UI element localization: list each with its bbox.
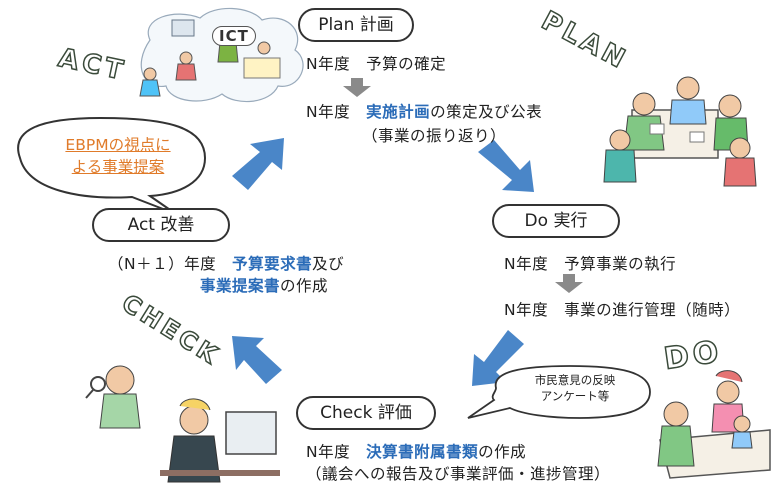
citizen-bubble-line-1: 市民意見の反映	[534, 373, 616, 387]
ebpm-speech-bubble	[17, 116, 207, 215]
ebpm-bubble-line-2: よる事業提案	[71, 158, 165, 176]
citizen-speech-bubble	[467, 365, 651, 419]
plan-line-2: N年度 実施計画の策定及び公表	[306, 100, 542, 122]
plan-line-3: （事業の振り返り）	[362, 127, 507, 145]
plan-line-1: N年度 予算の確定	[306, 55, 447, 73]
plan-down-arrow	[343, 78, 371, 97]
do-line-2: N年度 事業の進行管理（随時）	[504, 301, 741, 319]
ebpm-bubble-text: EBPMの視点に よる事業提案	[38, 134, 198, 178]
arrow-plan-to-do	[478, 140, 534, 192]
plan-line-2-prefix: N年度	[306, 103, 367, 121]
act-line-2: 事業提案書の作成	[200, 274, 328, 296]
arrow-act-to-plan	[232, 138, 284, 190]
check-title: Check 評価	[296, 396, 436, 430]
act-title: Act 改善	[92, 208, 230, 242]
act-line-2-suffix: の作成	[280, 277, 329, 295]
ict-hand-label: ICT	[212, 26, 256, 46]
check-desk-illustration	[160, 398, 280, 483]
act-people-illustration	[139, 7, 304, 103]
act-line-1-prefix: （N＋１）年度	[108, 255, 233, 273]
check-person-illustration	[85, 365, 141, 429]
check-line-1: N年度 決算書附属書類の作成	[306, 440, 526, 462]
check-line-1-prefix: N年度	[306, 443, 367, 461]
act-line-1: （N＋１）年度 予算要求書及び	[108, 252, 344, 274]
plan-highlight-implementation-plan: 実施計画	[366, 103, 431, 121]
citizen-bubble-text: 市民意見の反映 アンケート等	[510, 372, 640, 404]
check-line-2: （議会への報告及び事業評価・進捗管理）	[306, 465, 611, 483]
do-down-arrow	[555, 274, 583, 293]
act-line-1-suffix: 及び	[312, 255, 345, 273]
act-highlight-budget-request: 予算要求書	[232, 255, 313, 273]
do-title: Do 実行	[492, 204, 620, 238]
ebpm-bubble-line-1: EBPMの視点に	[65, 136, 171, 154]
plan-line-2-suffix: の策定及び公表	[430, 103, 543, 121]
do-line-1: N年度 予算事業の執行	[504, 255, 677, 273]
act-highlight-project-proposal: 事業提案書	[200, 277, 281, 295]
arrow-do-to-check	[472, 330, 524, 386]
check-highlight-settlement-documents: 決算書附属書類	[366, 443, 479, 461]
arrow-check-to-act	[232, 336, 282, 384]
plan-title: Plan 計画	[298, 8, 414, 42]
check-line-1-suffix: の作成	[478, 443, 527, 461]
do-people-illustration	[657, 370, 771, 479]
citizen-bubble-line-2: アンケート等	[540, 389, 610, 403]
plan-meeting-illustration	[603, 76, 757, 187]
